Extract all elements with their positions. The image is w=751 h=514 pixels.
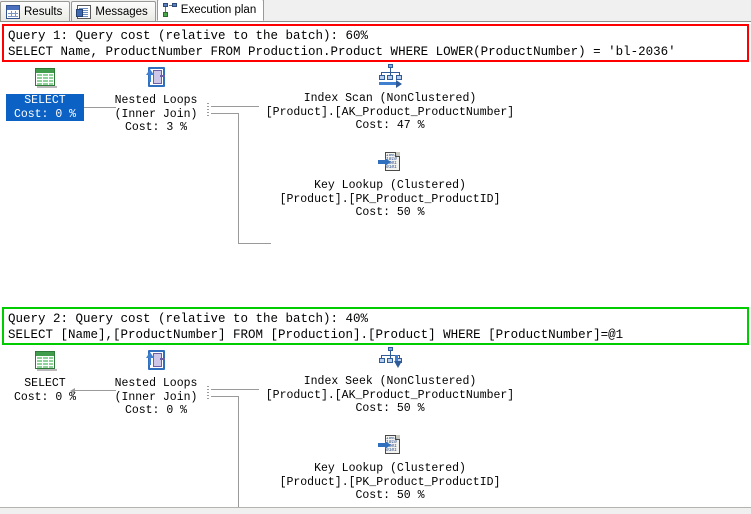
tab-execution-plan[interactable]: Execution plan — [156, 0, 265, 21]
connector-join-to-scan-1 — [211, 106, 259, 107]
connector-join-to-lookup-v-2 — [238, 396, 239, 508]
key-lookup-icon-wrap: 1001 1010 1001 0101 — [260, 150, 520, 176]
operator-key-lookup-2-name: Key Lookup (Clustered) — [314, 462, 466, 475]
connector-join-to-lookup-v-1 — [238, 113, 239, 243]
nested-loops-icon-wrap-2 — [108, 348, 204, 374]
operator-index-seek-2-name: Index Seek (NonClustered) — [303, 375, 477, 388]
connector-join-to-select-1 — [54, 107, 116, 108]
tab-results[interactable]: Results — [0, 1, 71, 21]
operator-index-seek-2-cost: Cost: 50 % — [355, 402, 425, 415]
query-1-sql-text: SELECT Name, ProductNumber FROM Producti… — [8, 45, 676, 59]
connector-arrow-to-select-2 — [70, 388, 75, 394]
operator-nested-loops-2-cost: Cost: 0 % — [124, 404, 188, 417]
page-icon — [76, 4, 92, 19]
operator-nested-loops-1-cost: Cost: 3 % — [124, 121, 188, 134]
operator-nested-loops-2-type: (Inner Join) — [114, 390, 198, 404]
index-scan-icon-wrap — [260, 63, 520, 89]
key-lookup-icon-digits: 1001 1010 1001 0101 — [386, 154, 397, 170]
operator-select-1-name: SELECT — [6, 94, 84, 108]
key-lookup-icon: 1001 1010 1001 0101 — [377, 433, 403, 459]
nested-loops-icon — [143, 348, 169, 374]
operator-key-lookup-1-cost: Cost: 50 % — [355, 206, 425, 219]
key-lookup-icon-digits: 1001 1010 1001 0101 — [386, 437, 397, 453]
operator-key-lookup-2-cost: Cost: 50 % — [355, 489, 425, 502]
pane-bottom-edge — [0, 507, 751, 514]
operator-select-2-name: SELECT — [24, 377, 66, 390]
operator-nested-loops-1-type: (Inner Join) — [114, 107, 198, 121]
operator-index-scan-1[interactable]: Index Scan (NonClustered) [Product].[AK_… — [260, 63, 520, 133]
tab-execution-plan-label: Execution plan — [180, 4, 257, 16]
query-2-cost-line: Query 2: Query cost (relative to the bat… — [8, 312, 369, 326]
select-icon-wrap-2 — [6, 348, 84, 374]
select-icon-wrap — [6, 65, 84, 91]
tab-messages-label: Messages — [95, 5, 148, 18]
operator-key-lookup-2-object: [Product].[PK_Product_ProductID] — [279, 475, 501, 489]
operator-nested-loops-1[interactable]: Nested Loops (Inner Join) Cost: 3 % — [108, 65, 204, 135]
operator-key-lookup-1-object: [Product].[PK_Product_ProductID] — [279, 192, 501, 206]
operator-select-2-cost: Cost: 0 % — [13, 390, 77, 404]
tab-results-label: Results — [24, 5, 63, 18]
operator-index-seek-2-object: [Product].[AK_Product_ProductNumber] — [265, 388, 515, 402]
index-seek-icon — [377, 346, 403, 372]
operator-key-lookup-1[interactable]: 1001 1010 1001 0101 Key Lookup (Clustere… — [260, 150, 520, 220]
key-lookup-icon: 1001 1010 1001 0101 — [377, 150, 403, 176]
connector-pipe-lower-2 — [207, 392, 209, 401]
results-tabstrip: Results Messages Execution plan — [0, 0, 751, 22]
query-1-header-block: Query 1: Query cost (relative to the bat… — [2, 24, 749, 62]
connector-pipe-upper-2 — [207, 386, 209, 395]
operator-nested-loops-2-name: Nested Loops — [114, 377, 198, 390]
query-2-header-block: Query 2: Query cost (relative to the bat… — [2, 307, 749, 345]
operator-index-scan-1-cost: Cost: 47 % — [355, 119, 425, 132]
operator-select-1[interactable]: SELECT Cost: 0 % — [6, 65, 84, 121]
query-2-plan-canvas[interactable]: SELECT Cost: 0 % Nested Loops (Inner Joi… — [0, 345, 751, 508]
operator-nested-loops-2[interactable]: Nested Loops (Inner Join) Cost: 0 % — [108, 348, 204, 418]
query-1-cost-line: Query 1: Query cost (relative to the bat… — [8, 29, 369, 43]
connector-join-to-select-2 — [75, 390, 116, 391]
tab-messages[interactable]: Messages — [71, 1, 156, 21]
connector-join-to-lookup-h2-1 — [238, 243, 271, 244]
index-scan-icon — [377, 63, 403, 89]
index-seek-icon-wrap — [260, 346, 520, 372]
connector-pipe-upper-1 — [207, 103, 209, 112]
operator-index-scan-1-object: [Product].[AK_Product_ProductNumber] — [265, 105, 515, 119]
operator-index-scan-1-name: Index Scan (NonClustered) — [303, 92, 477, 105]
operator-nested-loops-1-name: Nested Loops — [114, 94, 198, 107]
connector-join-to-lookup-h1-2 — [211, 396, 238, 397]
operator-index-seek-2[interactable]: Index Seek (NonClustered) [Product].[AK_… — [260, 346, 520, 416]
nested-loops-icon — [143, 65, 169, 91]
operator-key-lookup-2[interactable]: 1001 1010 1001 0101 Key Lookup (Clustere… — [260, 433, 520, 503]
query-1-plan-canvas[interactable]: SELECT Cost: 0 % Nested Loops (Inner Joi… — [0, 62, 751, 305]
connector-pipe-lower-1 — [207, 109, 209, 118]
query-2-sql-text: SELECT [Name],[ProductNumber] FROM [Prod… — [8, 328, 624, 342]
operator-key-lookup-1-name: Key Lookup (Clustered) — [314, 179, 466, 192]
select-icon — [32, 65, 58, 91]
operator-select-2[interactable]: SELECT Cost: 0 % — [6, 348, 84, 404]
grid-icon — [6, 4, 20, 19]
connector-join-to-seek-2 — [211, 389, 259, 390]
key-lookup-icon-wrap-2: 1001 1010 1001 0101 — [260, 433, 520, 459]
plan-icon — [162, 3, 177, 17]
operator-select-1-cost: Cost: 0 % — [6, 107, 84, 121]
select-icon — [32, 348, 58, 374]
connector-join-to-lookup-h1-1 — [211, 113, 238, 114]
nested-loops-icon-wrap — [108, 65, 204, 91]
